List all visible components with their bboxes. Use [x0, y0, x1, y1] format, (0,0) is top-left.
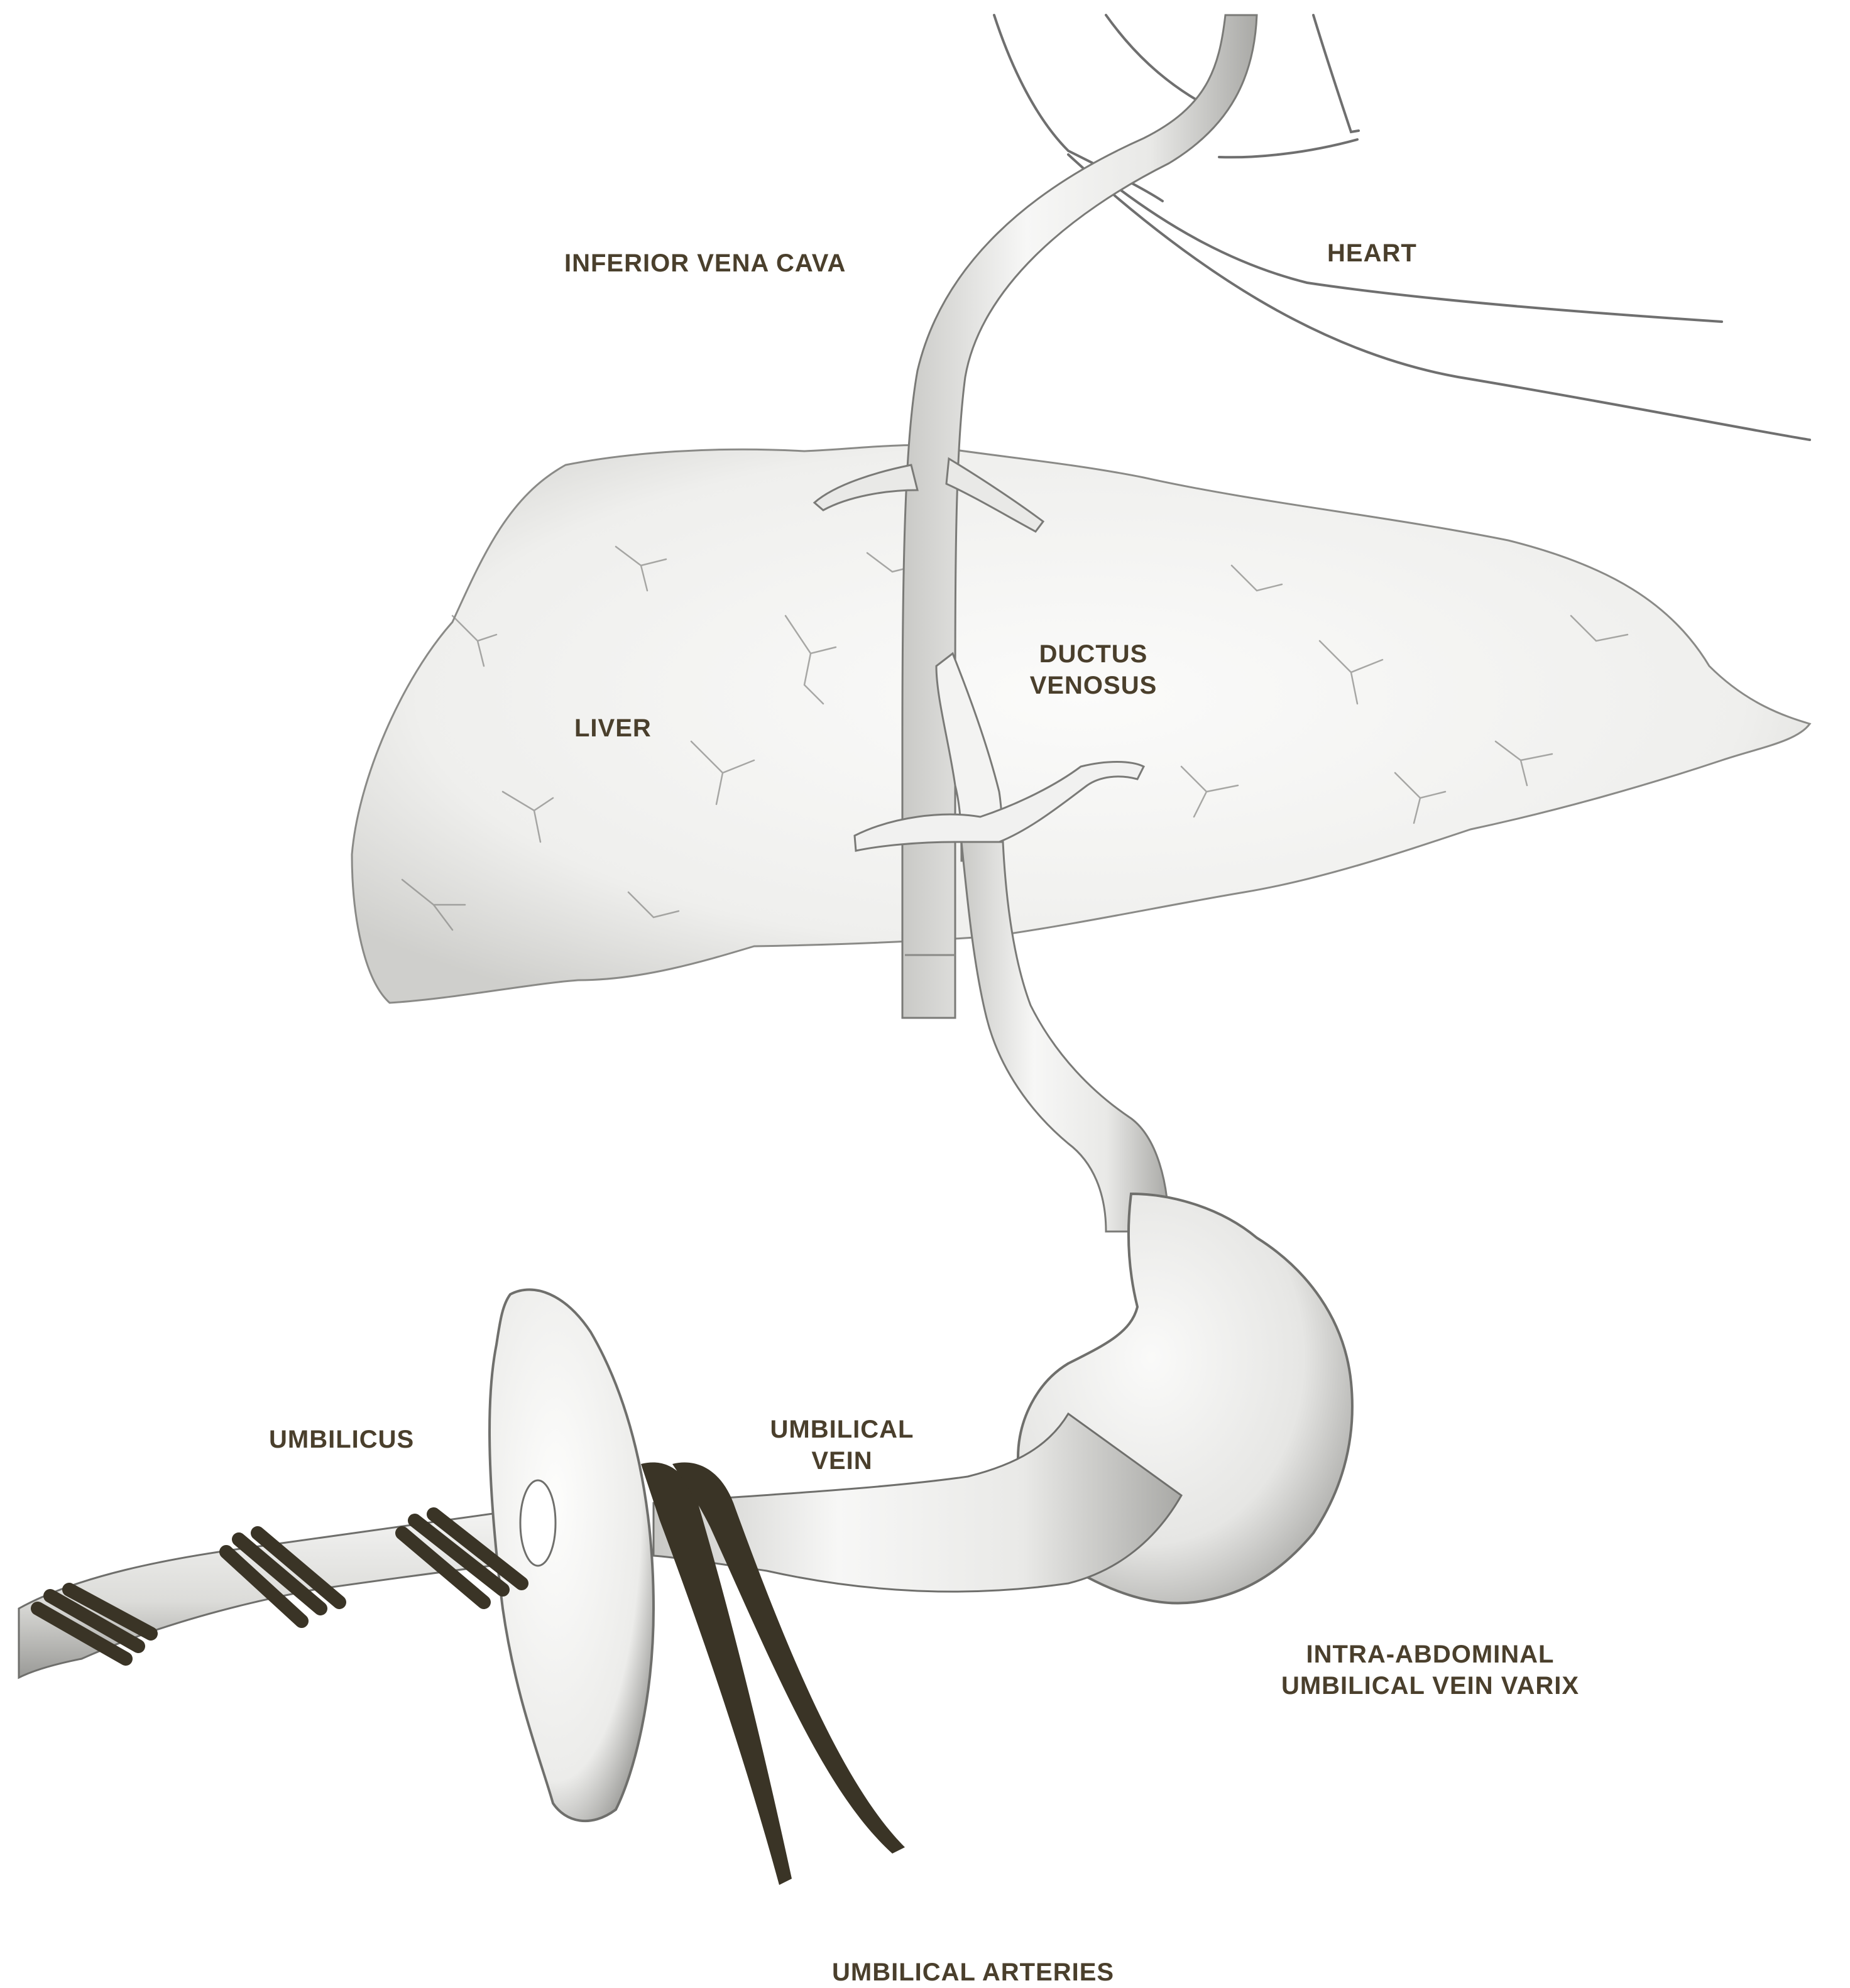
portal-vein-branches: [853, 761, 1146, 852]
umbilical-vein-label-line1: UMBILICAL: [770, 1416, 914, 1443]
ductus-venosus-label-line1: DUCTUS: [1039, 640, 1148, 668]
inferior-vena-cava: [813, 14, 1258, 1019]
liver-label: LIVER: [574, 714, 652, 742]
umbilical-vein-varix-label: INTRA-ABDOMINAL UMBILICAL VEIN VARIX: [1254, 1639, 1606, 1701]
umbilical-arteries: [641, 1462, 905, 1885]
ductus-venosus-label-line2: VENOSUS: [1029, 672, 1158, 699]
umbilical-vein-extraabdominal: [652, 1412, 1183, 1593]
heart-label: HEART: [1327, 239, 1417, 267]
varix-label-line2: UMBILICAL VEIN VARIX: [1281, 1672, 1580, 1700]
umbilicus: [488, 1288, 655, 1823]
cord-ligatures: [31, 1507, 528, 1666]
inferior-vena-cava-label: INFERIOR VENA CAVA: [564, 249, 846, 277]
ductus-venosus-label: DUCTUS VENOSUS: [993, 638, 1194, 701]
umbilical-vein-label: UMBILICAL VEIN: [748, 1414, 936, 1477]
heart-outline: [993, 14, 1811, 441]
umbilical-arteries-label: UMBILICAL ARTERIES: [832, 1958, 1115, 1986]
varix-label-line1: INTRA-ABDOMINAL: [1306, 1641, 1555, 1668]
umbilicus-label: UMBILICUS: [269, 1426, 415, 1453]
liver: [351, 444, 1812, 1004]
umbilical-vein-label-line2: VEIN: [811, 1447, 873, 1475]
